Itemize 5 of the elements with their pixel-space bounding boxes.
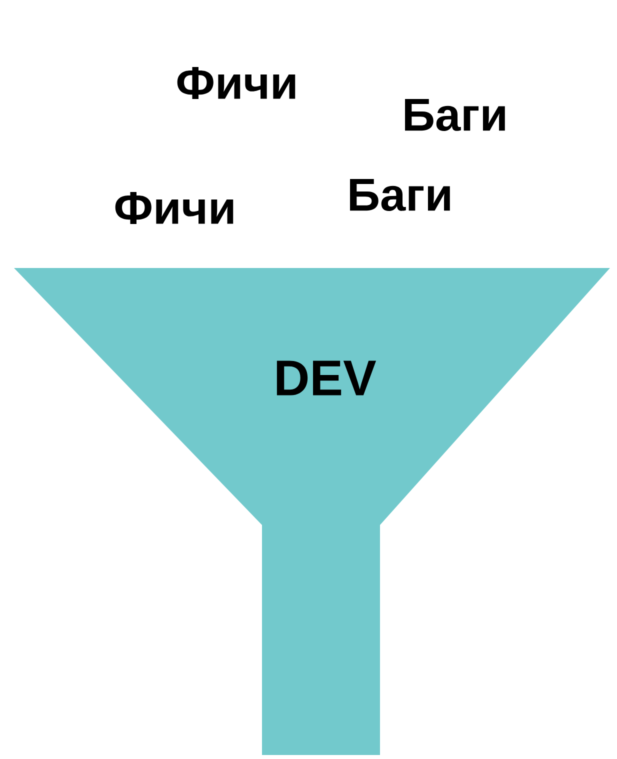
word: Баги [350, 178, 450, 212]
funnel: DEV [14, 268, 610, 755]
word: Фичи [115, 192, 234, 224]
word: Баги [405, 98, 505, 132]
word: Фичи [177, 66, 296, 100]
